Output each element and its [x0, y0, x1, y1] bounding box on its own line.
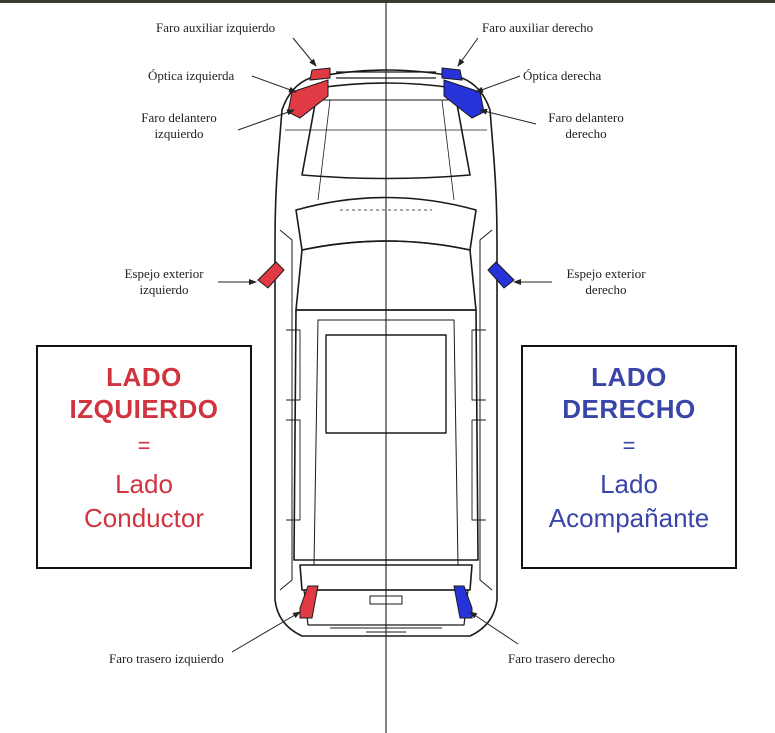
leader-optic-left [251, 75, 297, 93]
optic-left-part [287, 79, 329, 119]
label-mirror-right-line2: derecho [585, 282, 627, 297]
left-box-title-line2: IZQUIERDO [69, 394, 219, 424]
right-box-subtitle-line2: Acompañante [548, 503, 710, 533]
left-box-subtitle-line2: Conductor [84, 503, 204, 533]
leader-rear-right [469, 611, 519, 645]
leader-aux-right [457, 37, 479, 67]
label-mirror-left: Espejo exterior izquierdo [124, 266, 203, 298]
car-roof [295, 240, 477, 311]
label-front-light-right: Faro delantero derecho [548, 110, 623, 142]
label-front-light-right-line2: derecho [565, 126, 607, 141]
car-sunroof [325, 334, 447, 434]
label-rear-light-right: Faro trasero derecho [508, 651, 615, 666]
label-front-light-left: Faro delantero izquierdo [141, 110, 216, 142]
mirror-right-part [487, 261, 515, 289]
label-mirror-right-line1: Espejo exterior [566, 266, 646, 281]
right-box-title-line2: DERECHO [562, 394, 696, 424]
label-front-light-left-line2: izquierdo [154, 126, 204, 141]
label-aux-light-right: Faro auxiliar derecho [482, 20, 594, 35]
label-optic-left: Óptica izquierda [148, 68, 235, 83]
optic-right-part [443, 79, 485, 119]
label-optic-right: Óptica derecha [523, 68, 602, 83]
leader-front-left [237, 109, 295, 131]
right-box-title-line1: LADO [591, 362, 667, 392]
label-aux-light-left: Faro auxiliar izquierdo [156, 20, 276, 35]
car-rear-window [299, 564, 473, 591]
label-front-light-right-line1: Faro delantero [548, 110, 624, 125]
leader-aux-left [292, 37, 317, 67]
mirror-left-part [257, 261, 285, 289]
top-border [0, 0, 775, 3]
right-box-subtitle-line1: Lado [600, 469, 658, 499]
left-side-box: LADO IZQUIERDO = Lado Conductor [36, 345, 252, 569]
label-mirror-left-line1: Espejo exterior [124, 266, 204, 281]
right-side-box: LADO DERECHO = Lado Acompañante [521, 345, 737, 569]
car-cabin [293, 309, 479, 561]
left-box-subtitle-line1: Lado [115, 469, 173, 499]
leader-rear-left [231, 611, 301, 653]
left-box-equals: = [137, 433, 151, 458]
aux-light-right-part [441, 67, 463, 81]
right-box-equals: = [622, 433, 636, 458]
leader-front-right [479, 108, 537, 125]
left-box-title-line1: LADO [106, 362, 182, 392]
leader-optic-right [475, 75, 521, 93]
label-mirror-left-line2: izquierdo [139, 282, 189, 297]
label-mirror-right: Espejo exterior derecho [566, 266, 645, 298]
label-rear-light-left: Faro trasero izquierdo [109, 651, 224, 666]
label-front-light-left-line1: Faro delantero [141, 110, 217, 125]
aux-light-left-part [309, 67, 331, 81]
car-hood [301, 82, 471, 180]
